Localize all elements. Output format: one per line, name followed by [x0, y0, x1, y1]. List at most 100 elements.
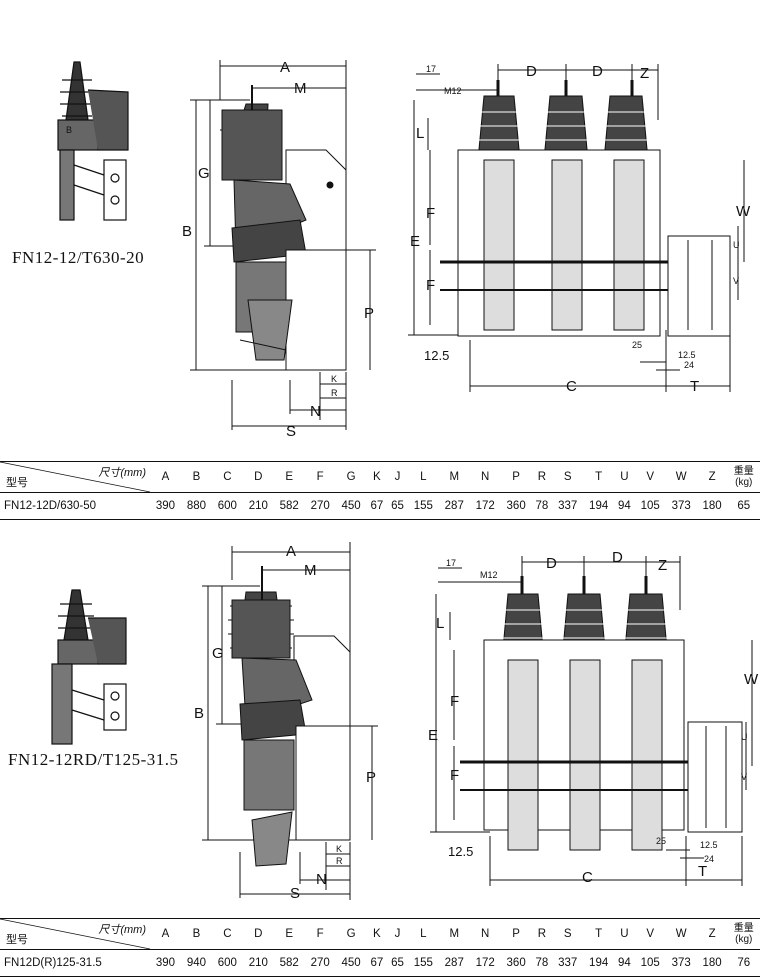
column-header: R	[531, 918, 553, 950]
table-corner: 尺寸(mm) 型号	[0, 918, 151, 950]
column-header: U	[614, 918, 635, 950]
column-header: B	[180, 918, 212, 950]
column-header: F	[304, 918, 336, 950]
dim-label: R	[336, 856, 343, 866]
dim-label: 25	[656, 836, 666, 846]
value-cell: 94	[614, 492, 635, 520]
column-header: M	[438, 461, 470, 493]
dim-label: P	[366, 769, 376, 786]
column-header: B	[180, 461, 212, 493]
value-cell: 582	[273, 492, 305, 520]
column-header: K	[366, 461, 388, 493]
dim-label: P	[364, 305, 374, 322]
column-header: A	[150, 461, 181, 493]
value-cell: 94	[614, 949, 635, 977]
dim-label: W	[736, 203, 751, 220]
dim-label: 24	[704, 854, 714, 864]
dim-label: L	[416, 125, 424, 142]
dim-label: B	[194, 705, 204, 722]
value-cell: 287	[438, 949, 470, 977]
corner-model-label: 型号	[6, 934, 28, 946]
column-header: S	[552, 461, 584, 493]
value-cell: 67	[366, 949, 388, 977]
column-header: N	[469, 918, 501, 950]
dim-label: A	[286, 543, 296, 560]
weight-cell: 65	[727, 492, 760, 520]
value-cell: 65	[387, 949, 408, 977]
column-header: P	[500, 461, 532, 493]
dim-label: 12.5	[424, 348, 449, 363]
dim-label: C	[566, 378, 577, 395]
column-header: V	[634, 461, 666, 493]
value-cell: 360	[500, 949, 532, 977]
value-cell: 450	[335, 492, 367, 520]
value-cell: 194	[583, 949, 615, 977]
value-cell: 180	[696, 949, 728, 977]
table-row: FN12-12D/630-50 390 880 600 210 582 270 …	[0, 492, 760, 520]
dim-label: K	[331, 374, 337, 384]
dim-label: 12.5	[678, 350, 696, 360]
table-row: FN12D(R)125-31.5 390 940 600 210 582 270…	[0, 949, 760, 977]
dim-label: V	[741, 772, 747, 782]
dim-label: F	[450, 767, 459, 784]
dim-label: E	[410, 233, 420, 250]
dim-label: W	[744, 671, 759, 688]
dim-label: A	[280, 59, 290, 76]
value-cell: 360	[500, 492, 532, 520]
front-view-drawing: 17 M12 D D Z L F E F W U V 12.5 25 12.5 …	[408, 63, 751, 395]
dim-label: M12	[444, 86, 462, 96]
column-header: J	[387, 918, 408, 950]
column-header: M	[438, 918, 470, 950]
value-cell: 78	[531, 949, 553, 977]
dim-label: C	[582, 869, 593, 886]
value-cell: 155	[407, 492, 439, 520]
weight-header: 重量 (kg)	[727, 461, 760, 493]
value-cell: 155	[407, 949, 439, 977]
dim-label: R	[331, 388, 338, 398]
column-header: K	[366, 918, 388, 950]
spec-table: 尺寸(mm) 型号 A B C D E F G K J L M N P R S …	[0, 461, 760, 520]
column-header: C	[211, 918, 243, 950]
dim-label: 24	[684, 360, 694, 370]
value-cell: 172	[469, 949, 501, 977]
column-header: P	[500, 918, 532, 950]
value-cell: 600	[211, 492, 243, 520]
value-cell: 373	[665, 492, 697, 520]
column-header: T	[583, 461, 615, 493]
dim-label: U	[741, 732, 748, 742]
value-cell: 582	[273, 949, 305, 977]
value-cell: 194	[583, 492, 615, 520]
column-header: D	[242, 461, 274, 493]
dim-label: U	[733, 240, 740, 250]
value-cell: 880	[180, 492, 212, 520]
model-cell: FN12-12D/630-50	[0, 492, 150, 520]
dim-label: Z	[658, 557, 667, 574]
column-header: Z	[696, 918, 728, 950]
value-cell: 180	[696, 492, 728, 520]
thumbnail-drawing: B	[57, 61, 129, 221]
dim-label: N	[310, 403, 321, 420]
dim-label: D	[612, 549, 623, 566]
dim-label: S	[286, 423, 296, 440]
spec-table: 尺寸(mm) 型号 A B C D E F G K J L M N P R S …	[0, 918, 760, 977]
model-cell: FN12D(R)125-31.5	[0, 949, 150, 977]
dim-label: S	[290, 885, 300, 902]
column-header: D	[242, 918, 274, 950]
value-cell: 67	[366, 492, 388, 520]
model-title: FN12-12RD/T125-31.5	[8, 750, 179, 769]
dim-label: F	[426, 277, 435, 294]
value-cell: 210	[242, 492, 274, 520]
value-cell: 105	[634, 492, 666, 520]
dim-label: T	[690, 378, 699, 395]
corner-model-label: 型号	[6, 477, 28, 489]
weight-cell: 76	[727, 949, 760, 977]
dim-label: E	[428, 727, 438, 744]
side-view-drawing: A M G B P K R N S	[182, 59, 376, 440]
column-header: F	[304, 461, 336, 493]
value-cell: 390	[150, 492, 181, 520]
dim-label: G	[198, 165, 210, 182]
corner-dimension-label: 尺寸(mm)	[98, 924, 146, 936]
model-title: FN12-12/T630-20	[12, 248, 145, 267]
dim-label: 12.5	[448, 844, 473, 859]
